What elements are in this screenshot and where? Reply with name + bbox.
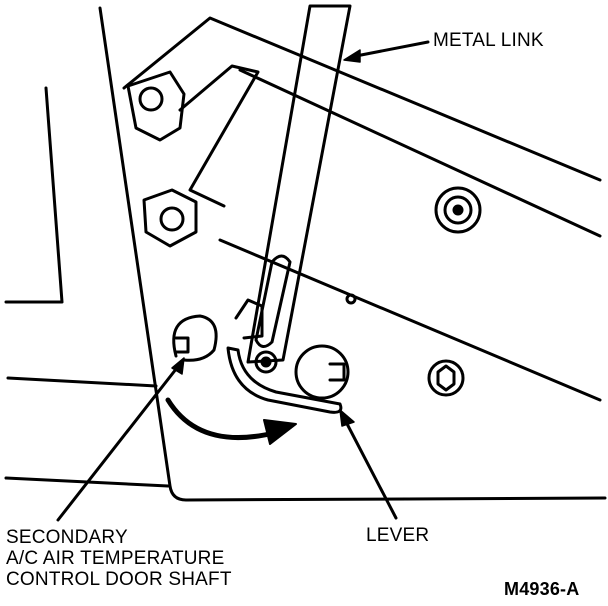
housing-plate — [122, 16, 602, 182]
leader-lever — [342, 416, 398, 520]
leader-arrowhead-shaft — [171, 357, 185, 375]
housing-plate-inner-top — [238, 68, 602, 238]
figure-id: M4936-A — [504, 579, 580, 599]
secondary-shaft-key — [174, 336, 190, 354]
metal-link-slot — [254, 254, 292, 348]
leader-arrowhead-metal-link — [343, 49, 361, 63]
leader-metal-link — [354, 40, 430, 58]
mounting-ear-middle — [142, 188, 198, 248]
metal-link-label: METAL LINK — [433, 30, 544, 51]
small-hole-icon — [345, 293, 357, 305]
inner-frame — [178, 64, 260, 208]
mounting-ear-upper — [126, 70, 186, 142]
rotation-arrowhead-icon — [263, 419, 297, 445]
secondary-shaft — [172, 314, 218, 362]
door-shaft-key — [328, 362, 346, 382]
boss-center — [452, 204, 464, 216]
link-pivot-pin — [254, 350, 278, 374]
background-panel-edge — [4, 86, 64, 304]
mounting-hole-middle-icon — [159, 206, 185, 232]
boss-inner — [443, 195, 473, 225]
leader-shaft — [56, 362, 182, 522]
leader-arrowhead-lever — [339, 409, 355, 427]
metal-link-bar — [246, 4, 352, 364]
hex-screw-boss — [427, 359, 465, 397]
door-shaft-label: SECONDARY A/C AIR TEMPERATURE CONTROL DO… — [6, 527, 232, 590]
housing-plate-bottom-edge — [218, 238, 602, 402]
lever-bracket — [234, 298, 264, 340]
door-shaft-label-line3: CONTROL DOOR SHAFT — [6, 569, 232, 590]
panel-boundary-line — [6, 376, 158, 388]
hex-screw-icon — [436, 364, 456, 392]
boss-outer — [434, 186, 482, 234]
lever-label: LEVER — [366, 525, 430, 546]
mounting-hole-upper-icon — [138, 86, 164, 112]
door-shaft — [294, 344, 350, 400]
door-shaft-label-line2: A/C AIR TEMPERATURE — [6, 548, 225, 569]
door-shaft-label-line1: SECONDARY — [6, 527, 128, 548]
housing-outline — [98, 6, 607, 502]
link-pivot-center — [260, 356, 272, 368]
rotation-arrow — [165, 397, 281, 440]
